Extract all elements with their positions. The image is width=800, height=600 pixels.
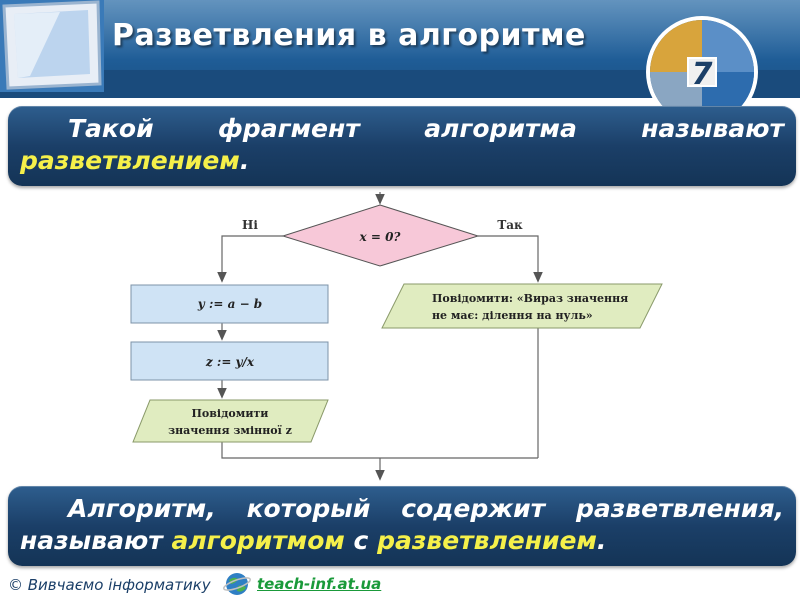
summary-term2: разветвлением — [377, 526, 597, 555]
definition-part1: Такой фрагмент алгоритма называют — [68, 114, 784, 143]
output-right-line2: не має: ділення на нуль» — [432, 309, 593, 322]
footer-copyright: © Вивчаємо інформатику — [8, 576, 211, 594]
grade-badge: 7 — [646, 16, 758, 110]
globe-icon — [223, 573, 251, 595]
summary-part3: . — [596, 526, 607, 555]
summary-part2: с — [344, 526, 378, 555]
output-left-parallelogram — [132, 399, 329, 443]
summary-box: Алгоритм, который содержит разветвления,… — [8, 486, 796, 566]
condition-text: x = 0? — [359, 230, 402, 244]
output-right-line1: Повідомити: «Вираз значення — [432, 292, 628, 305]
assign-z-box — [130, 341, 329, 381]
output-left-line1: Повідомити — [192, 407, 269, 420]
footer-site-link[interactable]: teach-inf.at.ua — [257, 575, 382, 593]
summary-text: Алгоритм, который содержит разветвления,… — [20, 493, 784, 557]
assign-y-box — [130, 284, 329, 324]
output-right-parallelogram — [381, 283, 663, 329]
summary-part1: Алгоритм, который содержит разветвления,… — [20, 494, 784, 555]
definition-text: Такой фрагмент алгоритма называют развет… — [20, 113, 784, 177]
definition-box: Такой фрагмент алгоритма называют развет… — [8, 106, 796, 186]
slide-title: Разветвления в алгоритме — [112, 18, 586, 53]
assign-z-text: z := y/x — [205, 355, 255, 369]
yes-branch-line — [478, 235, 543, 283]
left-merge-line — [221, 442, 538, 459]
yes-label: Так — [497, 218, 523, 232]
definition-part2: . — [239, 146, 250, 175]
summary-term1: алгоритмом — [171, 526, 345, 555]
no-label: Ні — [242, 218, 258, 232]
definition-term: разветвлением — [20, 146, 240, 175]
condition-diamond — [281, 204, 480, 267]
grade-number: 7 — [692, 57, 713, 92]
no-branch-line — [217, 235, 283, 283]
assign-y-text: y := a − b — [197, 297, 262, 311]
output-left-line2: значення змінної z — [168, 424, 292, 437]
monitor-logo-icon — [0, 0, 104, 92]
